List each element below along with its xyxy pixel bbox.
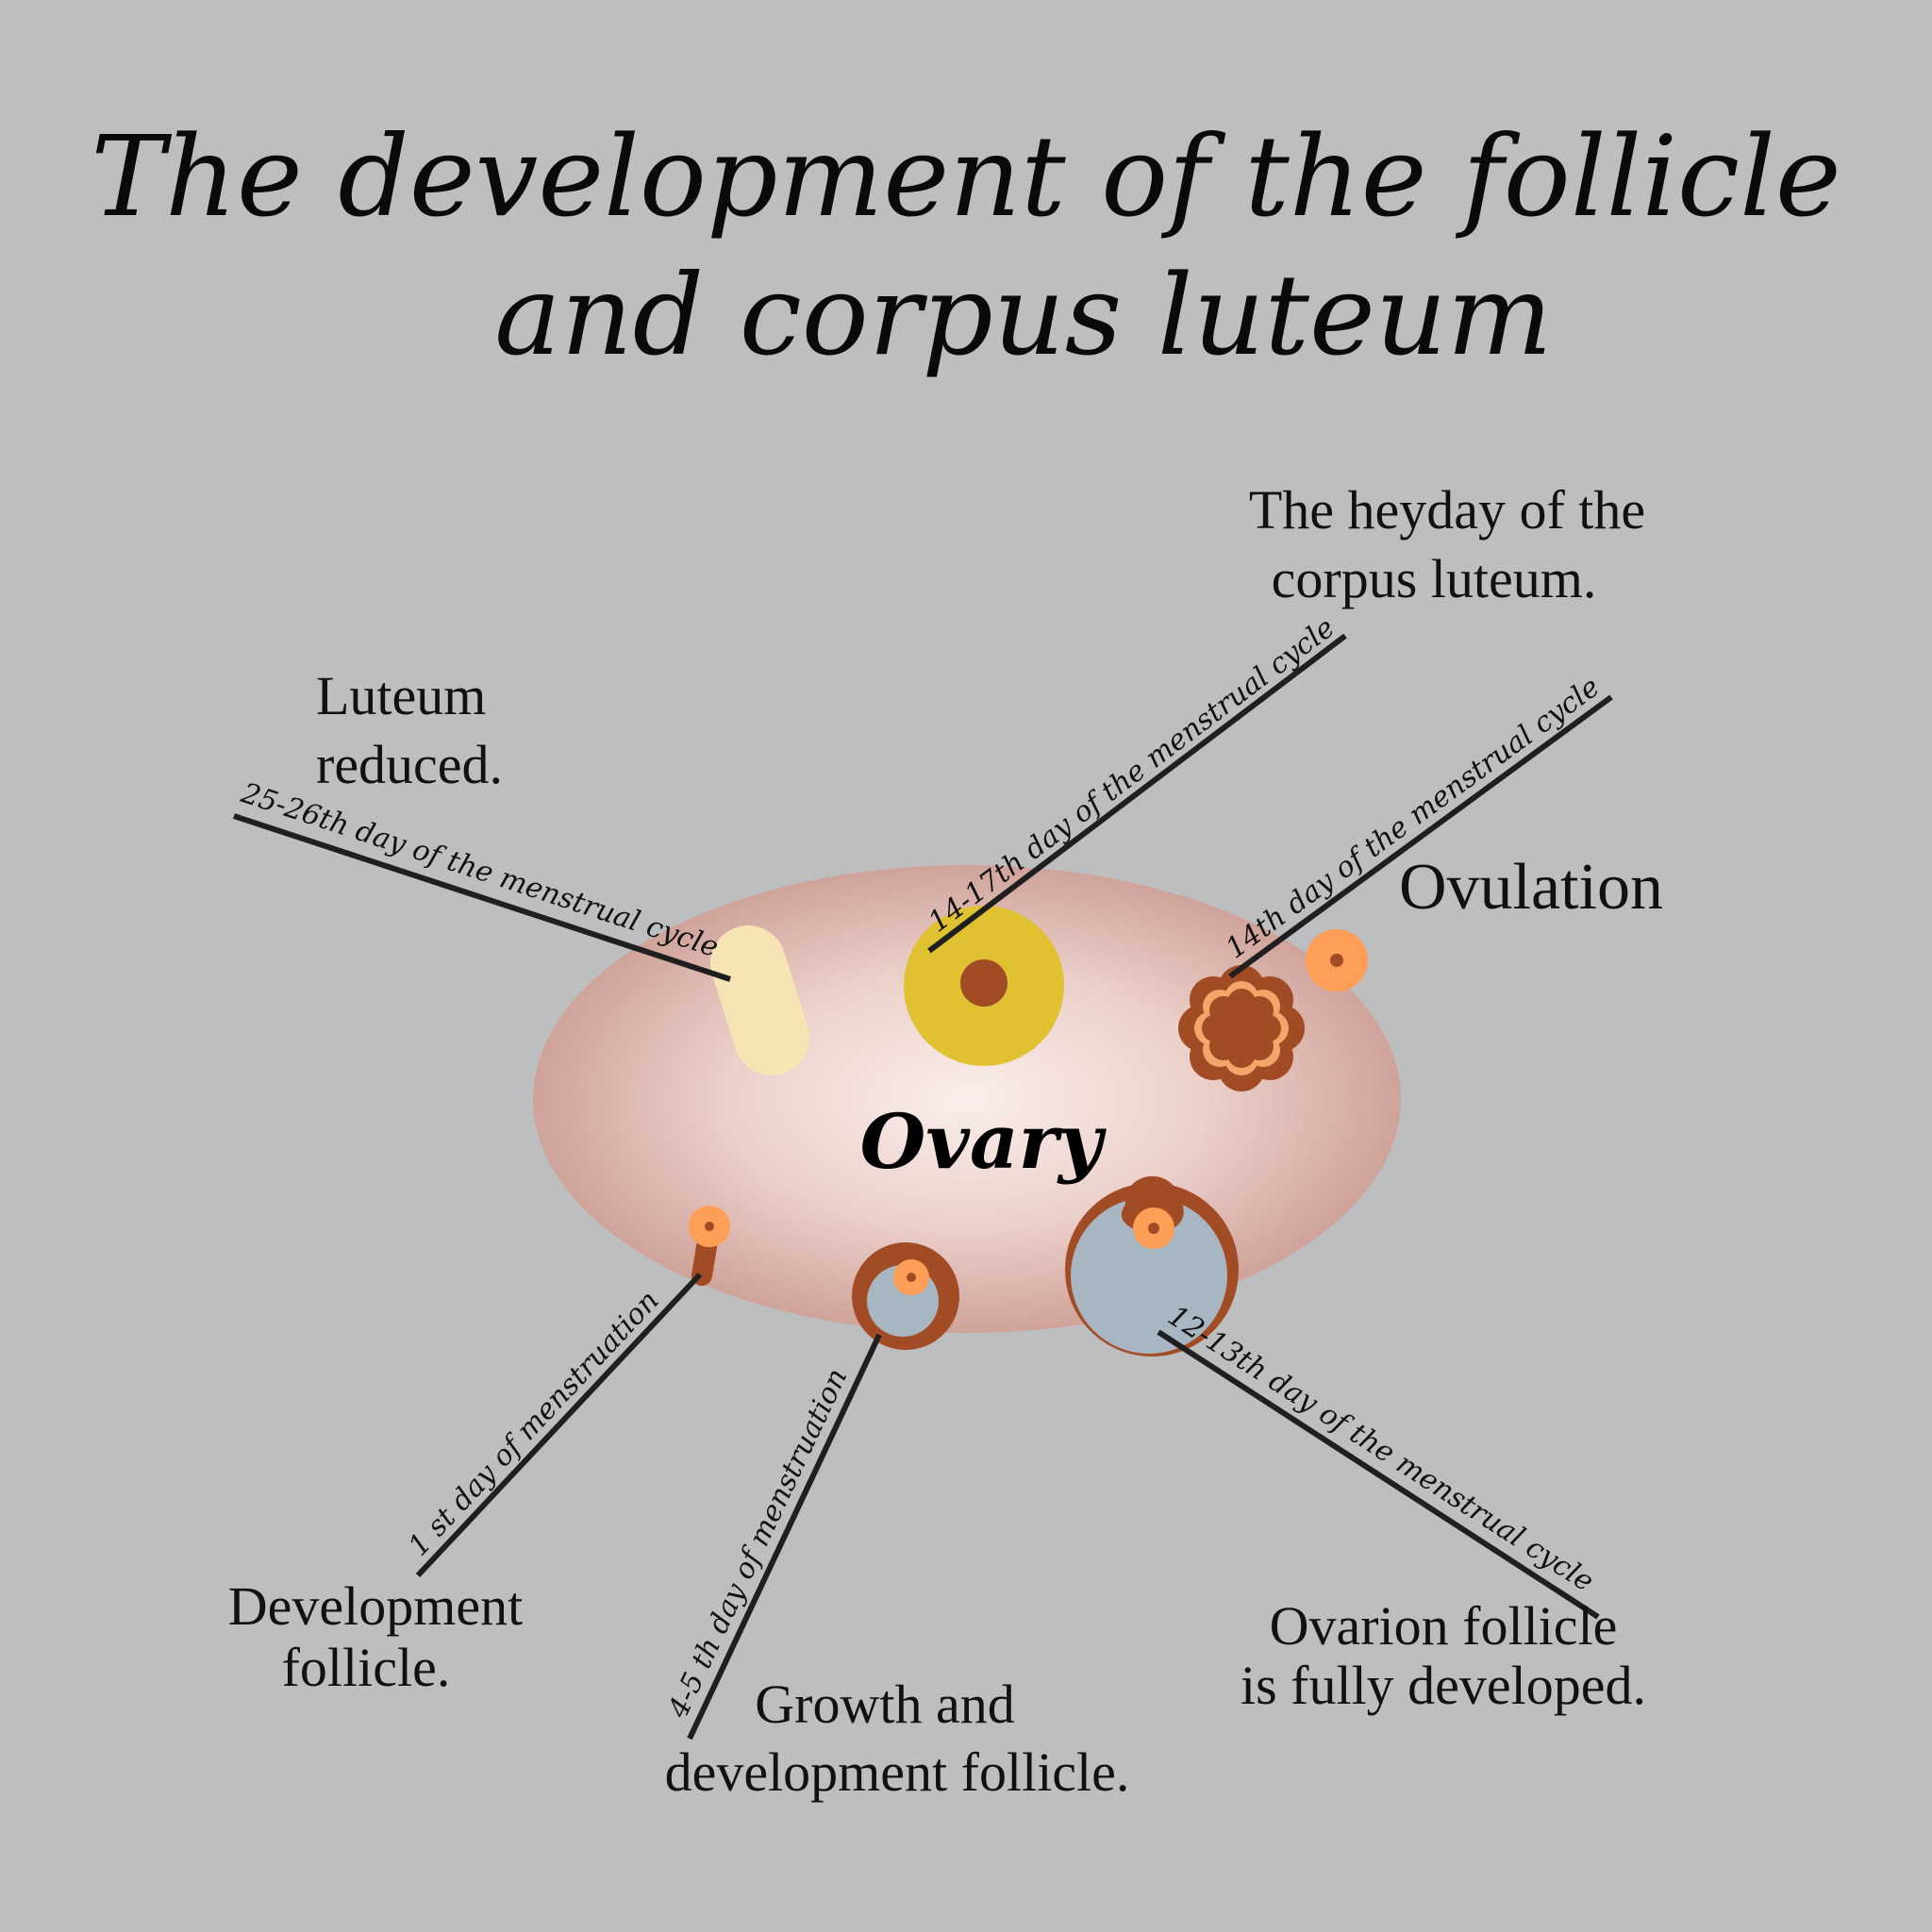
- caption-reduced-line-2: reduced.: [316, 734, 503, 795]
- caption-growth-line-1: Growth and: [755, 1674, 1014, 1735]
- day-label-growth: 4-5 th day of menstruation: [661, 1363, 854, 1724]
- title-line-2: and corpus luteum: [494, 250, 1552, 380]
- caption-reduced-line-1: Luteum: [316, 665, 486, 726]
- leader-line-heyday: [927, 633, 1347, 954]
- caption-heyday-line-2: corpus luteum.: [1272, 548, 1597, 609]
- primordial-follicle: [689, 1206, 730, 1286]
- caption-first-day-line-1: Development: [228, 1575, 523, 1637]
- caption-fully-developed-line-2: is fully developed.: [1241, 1655, 1646, 1716]
- leader-line-fully-developed: [1157, 1329, 1600, 1620]
- day-label-fully-developed: 12-13th day of the menstrual cycle: [1162, 1299, 1600, 1598]
- leader-line-reduced: [233, 813, 731, 982]
- caption-first-day-line-2: follicle.: [282, 1637, 451, 1698]
- title-line-1: The development of the follicle: [91, 111, 1840, 242]
- caption-heyday-line-1: The heyday of the: [1249, 479, 1645, 541]
- leader-line-ovulation: [1228, 694, 1613, 979]
- ovary-label: Ovary: [860, 1097, 1108, 1186]
- day-label-first-day: 1 st day of menstruation: [402, 1284, 665, 1562]
- corpus-luteum-heyday: [904, 906, 1064, 1066]
- released-oocyte: [1306, 929, 1368, 991]
- caption-growth-line-2: development follicle.: [665, 1741, 1130, 1803]
- caption-fully-developed-line-1: Ovarion follicle: [1270, 1595, 1618, 1657]
- ruptured-follicle: [1178, 965, 1305, 1091]
- mature-follicle: [1065, 1175, 1239, 1357]
- leader-line-first-day: [415, 1272, 703, 1578]
- luteum-reduced-shape: [710, 925, 809, 1075]
- leader-line-growth: [687, 1333, 882, 1740]
- day-label-reduced: 25-26th day of the menstrual cycle: [237, 776, 723, 964]
- growing-follicle: [852, 1242, 959, 1350]
- caption-ovulation: Ovulation: [1399, 851, 1663, 924]
